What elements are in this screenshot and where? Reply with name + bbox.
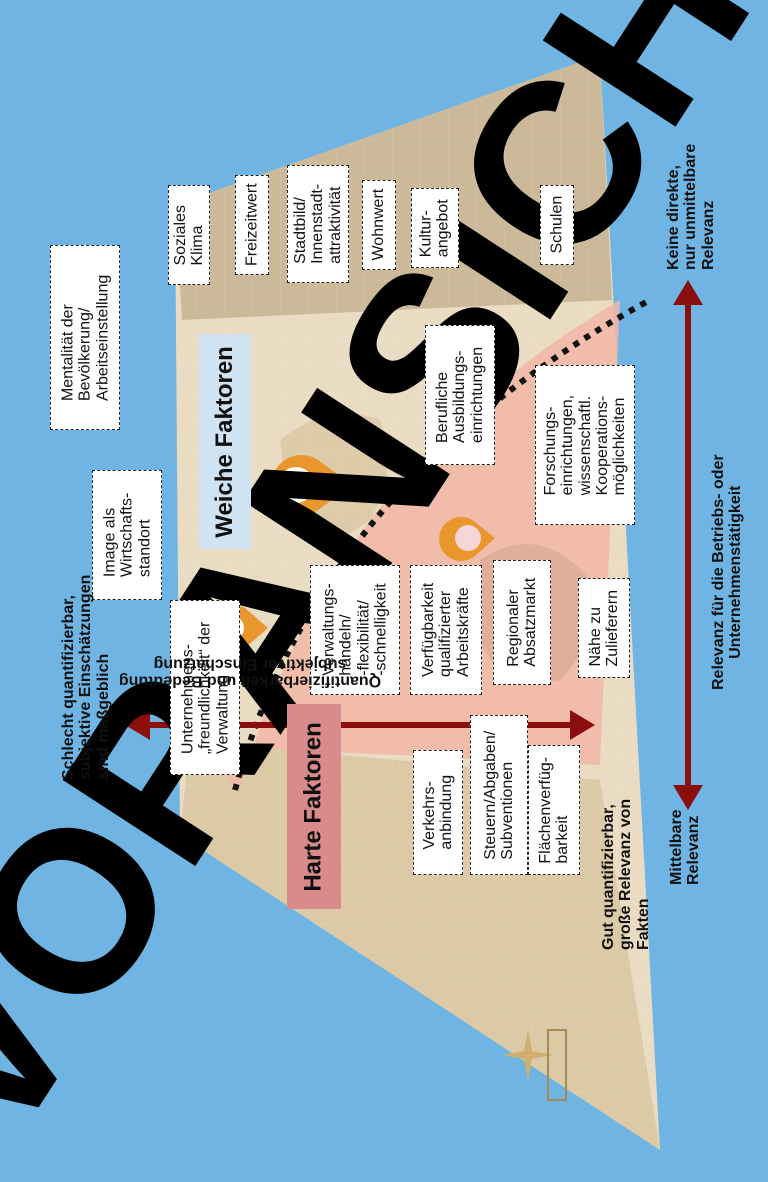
hard-factors-label: Harte Faktoren xyxy=(287,704,341,909)
factor-box: Forschungs- einrichtungen, wissenschaftl… xyxy=(535,365,635,525)
factor-text: Wohnwert xyxy=(370,189,388,261)
boundary-curve xyxy=(232,297,652,791)
factor-box: Berufliche Ausbildungs- einrichtungen xyxy=(425,325,495,465)
relevance-bottom-end: Mittelbare Relevanz xyxy=(668,809,703,885)
factor-text: Mentalität der Bevölkerung/ Arbeitseinst… xyxy=(59,274,111,401)
quantifiability-left-end: Schlecht quantifizierbar, subjektive Ein… xyxy=(60,574,112,780)
factor-text: Nähe zu Zulieferern xyxy=(586,589,622,667)
factor-text: Berufliche Ausbildungs- einrichtungen xyxy=(434,346,486,444)
factor-box: Regionaler Absatzmarkt xyxy=(493,560,551,685)
pin-icon xyxy=(439,517,495,561)
factor-box: Schulen xyxy=(540,185,574,265)
factor-box: Nähe zu Zulieferern xyxy=(578,578,630,678)
factor-text: Schulen xyxy=(548,196,566,254)
factor-text: Freizeitwert xyxy=(243,183,261,267)
factor-box: Flächenverfüg- barkeit xyxy=(528,745,580,875)
factor-text: Stadtbild/ Innenstadt- attraktivität xyxy=(292,183,344,265)
relevance-axis-title: Relevanz für die Betriebs- oder Unterneh… xyxy=(710,454,745,690)
factor-text: Steuern/Abgaben/ Subventionen xyxy=(481,730,516,860)
factor-box: Verkehrs- anbindung xyxy=(413,750,463,875)
factor-box: Verfügbarkeit qualifizierter Arbeitskräf… xyxy=(410,565,482,695)
relevance-arrow xyxy=(673,280,703,810)
factor-box: Stadtbild/ Innenstadt- attraktivität xyxy=(287,165,349,283)
factor-text: Verfügbarkeit qualifizierter Arbeitskräf… xyxy=(420,582,472,678)
factor-text: Kultur- angebot xyxy=(417,199,452,257)
factor-box: Unternehmens- „freundlichkeit“ der Verwa… xyxy=(170,600,240,775)
factor-box: Image als Wirtschafts- standort xyxy=(92,470,162,600)
soft-factors-label-text: Weiche Faktoren xyxy=(211,345,239,538)
factor-text: Soziales Klima xyxy=(171,204,207,266)
soft-factors-label: Weiche Faktoren xyxy=(199,334,251,549)
factor-text: Forschungs- einrichtungen, wissenschaftl… xyxy=(541,394,628,496)
hard-factors-label-text: Harte Faktoren xyxy=(300,721,328,892)
factor-text: Image als Wirtschafts- standort xyxy=(101,492,153,578)
factor-box: Mentalität der Bevölkerung/ Arbeitseinst… xyxy=(50,245,120,430)
factor-box: Freizeitwert xyxy=(235,175,269,275)
factor-box: Wohnwert xyxy=(362,180,396,270)
compass-icon xyxy=(502,1029,554,1081)
map-scale-bar xyxy=(547,1029,567,1101)
quantifiability-right-end: Gut quantifizierbar, große Relevanz von … xyxy=(600,798,652,950)
pin-icon xyxy=(271,455,352,516)
factor-box: Kultur- angebot xyxy=(411,188,459,268)
relevance-top-end: Keine direkte, nur unmittelbare Relevanz xyxy=(665,143,717,270)
factor-text: Verkehrs- anbindung xyxy=(420,775,455,850)
factor-box: Verwaltungs- handeln/ -flexibilität/ -sc… xyxy=(310,565,400,695)
factor-box: Soziales Klima xyxy=(168,185,210,285)
factor-text: Flächenverfüg- barkeit xyxy=(536,756,571,864)
factor-box: Steuern/Abgaben/ Subventionen xyxy=(470,715,528,875)
quantifiability-axis-title: Quantifizierbarkeit und Bedeutung subjek… xyxy=(118,655,382,690)
factor-text: Regionaler Absatzmarkt xyxy=(504,578,540,667)
